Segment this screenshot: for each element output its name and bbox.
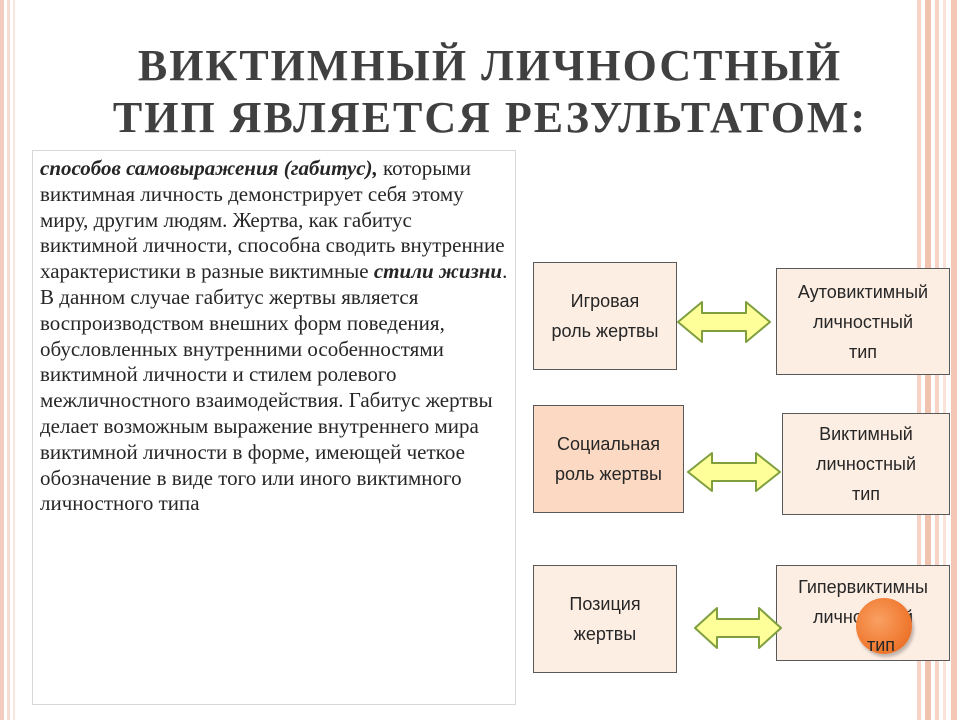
title-line-2: ТИП ЯВЛЯЕТСЯ РЕЗУЛЬТАТОМ:: [112, 93, 868, 142]
box-autovictim-label: Аутовиктимный личностный тип: [797, 281, 929, 362]
title-line-1: ВИКТИМНЫЙ ЛИЧНОСТНЫЙ: [137, 41, 843, 90]
left-decor-stripe: [13, 0, 15, 720]
left-decor-stripe: [0, 0, 4, 720]
box-autovictim-type: Аутовиктимный личностный тип: [776, 268, 950, 375]
box-social-role: Социальная роль жертвы: [533, 405, 684, 513]
text-frame: [32, 150, 516, 705]
slide-title: ВИКТИМНЫЙ ЛИЧНОСТНЫЙ ТИП ЯВЛЯЕТСЯ РЕЗУЛЬ…: [60, 40, 920, 144]
left-decor-stripe: [7, 0, 10, 720]
double-arrow-2: [687, 452, 781, 492]
box-victim-position-label: Позиция жертвы: [569, 594, 641, 644]
box-victim-position: Позиция жертвы: [533, 565, 677, 673]
hypervictim-last-word: тип: [866, 635, 896, 655]
box-game-role-label: Игровая роль жертвы: [551, 291, 659, 341]
paragraph-text-2: . В данном случае габитус жертвы являетс…: [40, 259, 508, 516]
paragraph-lead: способов самовыражения (габитус),: [40, 156, 378, 180]
box-victim-type-label: Виктимный личностный тип: [815, 424, 917, 504]
body-paragraph: способов самовыражения (габитус), которы…: [40, 156, 510, 517]
box-game-role: Игровая роль жертвы: [533, 262, 677, 370]
paragraph-text-1: которыми виктимная личность демонстрируе…: [40, 156, 505, 284]
orange-circle-marker: [856, 598, 912, 654]
box-social-role-label: Социальная роль жертвы: [555, 434, 662, 484]
paragraph-emphasis: стили жизни: [373, 259, 503, 284]
box-victim-type: Виктимный личностный тип: [782, 413, 950, 515]
double-arrow-1: [677, 301, 771, 343]
box-hypervictim-type: Гипервиктимны личностный: [776, 565, 950, 661]
right-decor-stripe: [951, 0, 957, 720]
double-arrow-3: [694, 607, 782, 649]
